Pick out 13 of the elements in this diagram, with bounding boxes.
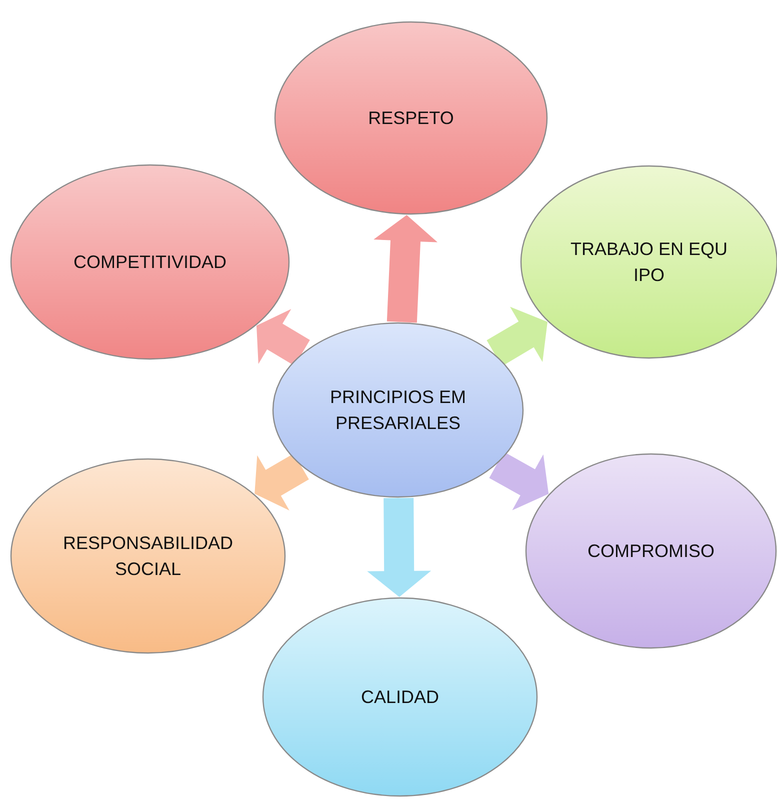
block-arrow xyxy=(254,454,309,510)
node-label: COMPROMISO xyxy=(586,540,716,563)
block-arrow xyxy=(489,452,549,510)
block-arrow xyxy=(486,306,548,366)
block-arrow xyxy=(367,498,432,597)
node-label: PRINCIPIOS EMPRESARIALES xyxy=(328,386,468,435)
block-arrow xyxy=(256,309,310,366)
node-label: RESPETO xyxy=(367,106,455,130)
node-label: CALIDAD xyxy=(360,686,440,709)
node-label: TRABAJO EN EQUIPO xyxy=(569,238,729,287)
node-label: RESPONSABILIDAD SOCIAL xyxy=(62,532,234,581)
node-label: COMPETITIVIDAD xyxy=(72,250,228,274)
block-arrow xyxy=(374,215,438,323)
